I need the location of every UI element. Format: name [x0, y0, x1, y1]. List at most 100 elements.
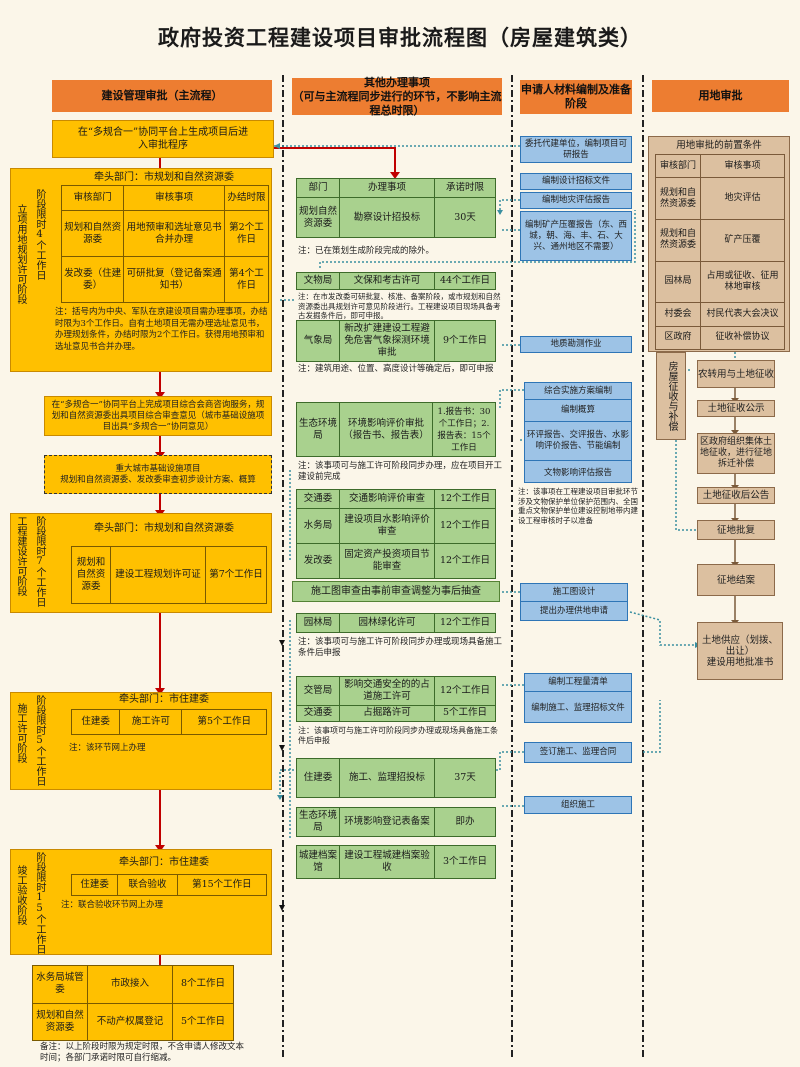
stage2-limit: 阶段限时7个工作日 — [34, 516, 45, 607]
header-other-line2: （可与主流程同步进行的环节，不影响主流程总时限） — [292, 89, 502, 117]
stage4-table: 住建委 联合验收 第15个工作日 — [70, 874, 268, 896]
stage1-limit: 阶段限时4个工作日 — [34, 189, 45, 280]
table-cell: 发改委 — [296, 543, 340, 579]
applicant-a5: 地质勘测作业 — [520, 336, 632, 353]
garden-note: 注：该事项可与施工许可阶段同步办理或现场具备施工条件后申报 — [298, 637, 503, 658]
table-cell: 生态环境局 — [296, 807, 340, 837]
table-cell: 规划自然资源委 — [296, 197, 340, 238]
table-cell: 环境影响登记表备案 — [339, 807, 435, 837]
applicant-a12: 编制工程量清单 — [525, 674, 631, 692]
table-cell: 第15个工作日 — [176, 874, 268, 896]
table-cell: 施工、监理招投标 — [339, 758, 435, 798]
eco-row: 生态环境局 环境影响评价审批（报告书、报告表） 1.报告书：30个工作日；2.报… — [296, 402, 496, 457]
table-cell: 建设工程规划许可证 — [110, 546, 206, 604]
table-cell: 第7个工作日 — [205, 546, 267, 604]
table-cell: 住建委 — [70, 874, 119, 896]
applicant-a15: 组织施工 — [524, 796, 632, 814]
land-step-6: 征地结案 — [697, 564, 775, 596]
drawing-review-box: 施工图审查由事前审查调整为事后抽查 — [292, 581, 500, 602]
applicant-group-2: 施工图设计 提出办理供地申请 — [520, 583, 628, 621]
table-cell: 规划和自然资源委 — [655, 218, 701, 262]
table-cell: 第2个工作日 — [223, 210, 270, 258]
table-cell: 12个工作日 — [434, 676, 496, 706]
traffic-note: 注：该事项可与施工许可阶段同步办理或现场具备施工条件后申报 — [298, 726, 498, 745]
traffic-table: 交管局 影响交通安全的的占道施工许可 12个工作日 交通委 占掘路许可 5个工作… — [296, 676, 496, 723]
applicant-a13: 编制施工、监理招标文件 — [531, 702, 625, 713]
applicant-a3: 编制地灾评估报告 — [520, 192, 632, 209]
land-step-3: 区政府组织集体土地征收，进行征地拆迁补偿 — [697, 433, 775, 474]
table-cell: 住建委 — [296, 758, 340, 798]
table-cell: 市政接入 — [87, 965, 173, 1004]
table-cell: 可研批复（登记备案通知书） — [123, 256, 225, 303]
applicant-group-3: 编制工程量清单 编制施工、监理招标文件 — [524, 673, 632, 723]
table-cell: 固定资产投资项目节能审查 — [339, 543, 435, 579]
stage4-label: 竣工验收阶段 — [15, 865, 26, 925]
stage2-table: 规划和自然资源委 建设工程规划许可证 第7个工作日 — [71, 546, 267, 604]
table-cell: 水务局 — [296, 508, 340, 545]
table-cell: 地灾评估 — [700, 177, 785, 220]
stage4-lead: 牵头部门：市住建委 — [119, 857, 209, 868]
table-cell: 联合验收 — [117, 874, 178, 896]
stage1-col-dept: 审核部门 — [60, 184, 125, 212]
table-cell: 交通委 — [296, 488, 340, 510]
table-cell: 不动产权属登记 — [87, 1002, 173, 1041]
applicant-a4: 编制矿产压覆报告（东、西城，朝、海、丰、石、大兴、通州地区不需要） — [520, 211, 632, 261]
table-cell: 规划和自然资源委 — [32, 1002, 88, 1041]
land-step-2: 土地征收公示 — [697, 400, 775, 417]
other-table-1: 部门 办理事项 承诺时限 规划自然资源委 勘察设计招投标 30天 — [296, 178, 496, 238]
stage3-label: 施工许可阶段 — [15, 703, 26, 763]
table-cell: 44个工作日 — [434, 272, 496, 290]
table-cell: 生态环境局 — [296, 402, 340, 457]
table-cell: 1.报告书：30个工作日；2.报告表：15个工作日 — [432, 402, 496, 457]
stage1-label: 立项用地规划许可阶段 — [15, 204, 26, 304]
stage2-box: 工程建设许可阶段 阶段限时7个工作日 牵头部门：市规划和自然资源委 规划和自然资… — [10, 513, 272, 613]
header-other: 其他办理事项 （可与主流程同步进行的环节，不影响主流程总时限） — [292, 76, 502, 117]
table-cell: 文保和考古许可 — [339, 272, 435, 290]
table-cell: 发改委（住建委） — [60, 256, 125, 303]
table-cell: 园林局 — [296, 613, 340, 633]
table-cell: 占用或征收、征用林地审核 — [700, 260, 785, 304]
header-applicant: 申请人材料编制及准备阶段 — [520, 80, 632, 114]
applicant-a11: 提出办理供地申请 — [539, 606, 608, 616]
applicant-a7: 编制概算 — [560, 405, 595, 415]
final-table: 水务局城管委 市政接入 8个工作日 规划和自然资源委 不动产权属登记 5个工作日 — [32, 965, 234, 1041]
table-cell: 第5个工作日 — [181, 709, 267, 735]
stage4-limit: 阶段限时15个工作日 — [34, 852, 45, 954]
table-cell: 气象局 — [296, 320, 340, 362]
table-cell: 第4个工作日 — [223, 256, 270, 303]
stage1-col-item: 审核事项 — [123, 184, 225, 212]
table-cell: 占掘路许可 — [339, 704, 435, 723]
table-cell: 交管局 — [296, 676, 340, 706]
table-cell: 村民代表大会决议 — [700, 302, 785, 327]
land-pre-table: 审核部门 审核事项 规划和自然资源委 地灾评估 规划和自然资源委 矿产压覆 园林… — [655, 153, 785, 351]
stage2-label: 工程建设许可阶段 — [15, 516, 26, 596]
table-cell: 城建档案馆 — [296, 845, 340, 879]
garden-row: 园林局 园林绿化许可 12个工作日 — [296, 613, 496, 633]
header-main: 建设管理审批（主流程） — [52, 80, 272, 112]
table-cell: 规划和自然资源委 — [71, 546, 111, 604]
table-cell: 新改扩建建设工程避免危害气象探测环境审批 — [339, 320, 435, 362]
table-cell: 施工许可 — [119, 709, 183, 735]
applicant-a9: 文物影响评估报告 — [543, 467, 612, 478]
applicant-a14: 签订施工、监理合同 — [524, 742, 632, 763]
land-pre-title: 用地审批的前置条件 — [676, 140, 762, 151]
land-step-1: 农转用与土地征收 — [697, 360, 775, 388]
other-note-1: 注：已在策划生成阶段完成的除外。 — [298, 246, 435, 256]
applicant-group-1: 综合实施方案编制 编制概算 环评报告、交评报告、水影响评价报告、节能编制 文物影… — [524, 382, 632, 483]
land-step-5: 征地批复 — [697, 520, 775, 540]
table-cell: 8个工作日 — [172, 965, 234, 1004]
table-cell: 5个工作日 — [434, 704, 496, 723]
stage3-limit: 阶段限时5个工作日 — [34, 695, 45, 786]
table-cell: 文物局 — [296, 272, 340, 290]
table-cell: 影响交通安全的的占道施工许可 — [339, 676, 435, 706]
table-cell: 矿产压覆 — [700, 218, 785, 262]
cultural-note: 注：在市发改委可研批复、核准、备案阶段，或市规划和自然资源委出具规划许可意见阶段… — [298, 292, 501, 320]
table-cell: 住建委 — [70, 709, 121, 735]
table-cell: 37天 — [434, 758, 496, 798]
table-cell: 园林局 — [655, 260, 701, 304]
table-cell: 建设项目水影响评价审查 — [339, 508, 435, 545]
stage1-table: 审核部门 审核事项 办结时限 规划和自然资源委 用地预审和选址意见书合并办理 第… — [60, 184, 270, 303]
land-supply: 土地供应（划拨、出让） 建设用地批准书 — [697, 622, 783, 680]
table-cell: 建设工程城建档案验收 — [339, 845, 435, 879]
applicant-note: 注：该事项在工程建设项目审批环节涉及文物保护单位保护范围内、全国重点文物保护单位… — [518, 487, 638, 525]
